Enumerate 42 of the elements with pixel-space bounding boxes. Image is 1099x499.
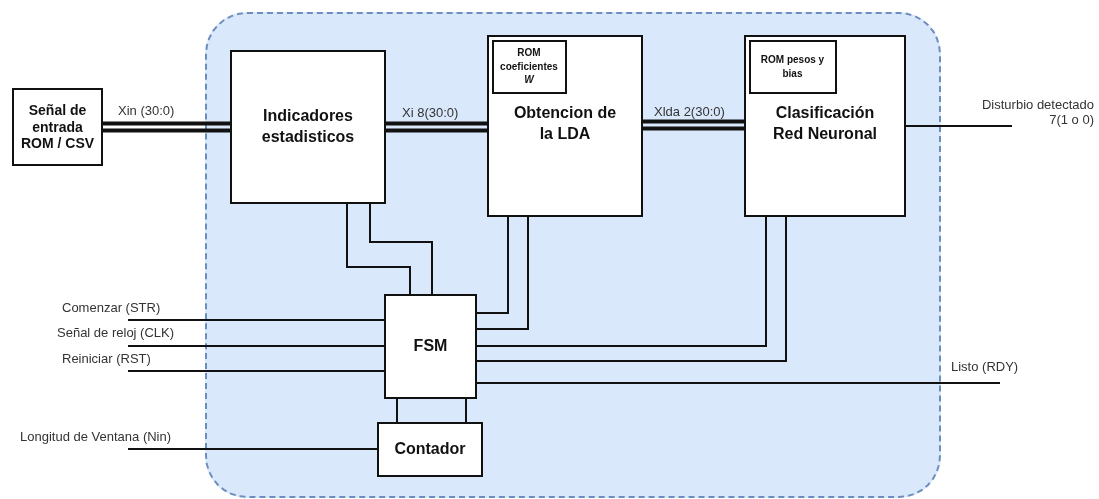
signal-line xyxy=(905,125,1013,127)
signal-line xyxy=(476,216,767,347)
block-label: ROM pesos y bias xyxy=(759,53,826,80)
signal-line xyxy=(369,203,433,295)
block xyxy=(377,422,483,477)
signal-line xyxy=(476,216,787,362)
block-label: Señal de entrada ROM / CSV xyxy=(19,101,96,153)
block-label: Obtencion de la LDA xyxy=(512,103,618,144)
block-label: Indicadores estadisticos xyxy=(260,106,356,147)
block xyxy=(487,35,643,217)
signal-line xyxy=(127,448,378,450)
signal-line xyxy=(465,398,467,423)
block-label: Contador xyxy=(394,439,466,460)
memory-block xyxy=(491,39,567,94)
signal-label: Xin (30:0) xyxy=(118,104,175,119)
signal-label: Comenzar (STR) xyxy=(62,301,161,316)
signal-label: Señal de reloj (CLK) xyxy=(57,326,175,341)
signal-line xyxy=(127,319,385,321)
signal-label: Disturbio detectado 7(1 o 0) xyxy=(981,98,1094,128)
bus-line xyxy=(641,119,746,131)
signal-label: Reiniciar (RST) xyxy=(62,352,151,367)
memory-block xyxy=(748,39,837,94)
signal-line xyxy=(346,203,411,295)
signal-label: Xi 8(30:0) xyxy=(402,106,459,121)
block-label: Clasificación Red Neuronal xyxy=(772,103,878,144)
signal-line xyxy=(476,216,509,314)
signal-label: Xlda 2(30:0) xyxy=(654,105,725,120)
signal-line xyxy=(396,398,398,423)
block-label: FSM xyxy=(413,336,448,357)
signal-line xyxy=(476,216,529,330)
signal-label: Listo (RDY) xyxy=(951,360,1019,375)
block xyxy=(384,294,477,399)
block-label: ROM coeficientes W xyxy=(500,46,558,87)
block xyxy=(230,50,386,204)
signal-label: Longitud de Ventana (Nin) xyxy=(20,430,172,445)
region-background xyxy=(205,12,941,498)
block xyxy=(744,35,906,217)
block xyxy=(12,88,103,166)
signal-line xyxy=(127,345,385,347)
signal-line xyxy=(127,370,385,372)
bus-line xyxy=(384,121,489,133)
signal-line xyxy=(476,382,1001,384)
